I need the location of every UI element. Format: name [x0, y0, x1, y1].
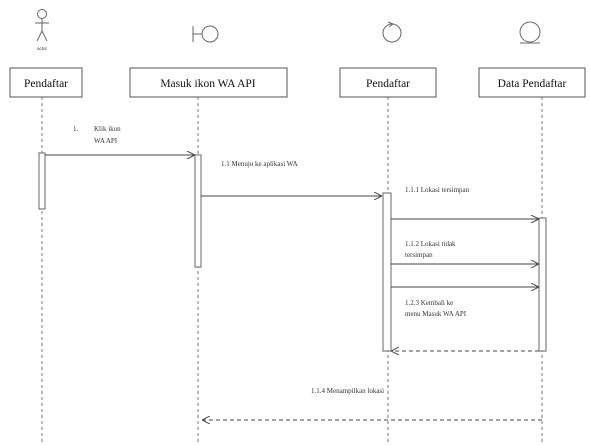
- entity-icon: [519, 21, 541, 44]
- participant-label: Data Pendaftar: [498, 78, 567, 90]
- message-label-1a: Klik ikon: [94, 125, 121, 133]
- message-label-2: 1.1 Menuju ke aplikasi WA: [221, 160, 298, 168]
- participant-label: Masuk ikon WA API: [160, 78, 255, 90]
- boundary-icon: [192, 25, 219, 43]
- participant-box-pendaftar-control: Pendaftar: [339, 67, 437, 98]
- activation-bar: [194, 154, 202, 268]
- activation-bar: [382, 192, 392, 352]
- message-label-6: 1.1.4 Menampilkan lokasi: [311, 387, 384, 395]
- activation-bar: [38, 152, 46, 210]
- actor-stereotype: actor: [37, 46, 48, 51]
- activation-bar: [538, 217, 547, 352]
- control-icon: [382, 21, 402, 43]
- participant-box-pendaftar-actor: Pendaftar: [9, 67, 83, 98]
- participant-box-data-pendaftar: Data Pendaftar: [478, 67, 586, 98]
- message-label-4a: 1.1.2 Lokasi tidak: [405, 240, 456, 248]
- message-label-4b: tersimpan: [405, 251, 433, 259]
- participant-label: Pendaftar: [366, 78, 410, 90]
- message-number-1: 1.: [73, 125, 79, 133]
- message-label-3: 1.1.1 Lokasi tersimpan: [405, 186, 470, 194]
- message-label-5a: 1.2.3 Kembali ke: [405, 299, 453, 307]
- actor-icon: [35, 9, 49, 42]
- message-label-1b: WA API: [94, 137, 118, 145]
- participant-box-masuk-ikon: Masuk ikon WA API: [129, 67, 288, 98]
- participant-label: Pendaftar: [24, 78, 68, 90]
- message-label-5b: menu Masuk WA API: [405, 310, 467, 318]
